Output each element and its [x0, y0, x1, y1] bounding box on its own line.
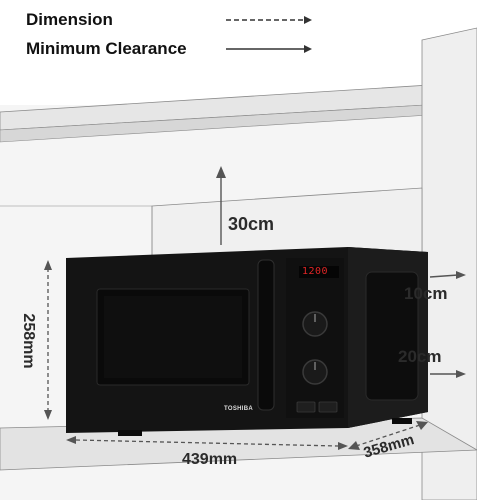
side-vent-panel [365, 271, 419, 401]
door-mesh [104, 296, 242, 378]
right-upper-clearance-label: 10cm [404, 284, 448, 303]
top-clearance-arrowhead [216, 166, 226, 178]
foot-left [118, 430, 142, 436]
power-knob[interactable] [302, 311, 328, 337]
depth-arrow-back [416, 421, 428, 430]
height-dimension-label: 258mm [20, 313, 37, 369]
dimension-legend-arrowhead [304, 16, 312, 24]
control-panel [286, 258, 344, 418]
height-arrow-bottom [44, 410, 52, 420]
timer-knob[interactable] [302, 359, 328, 385]
top-clearance-label: 30cm [228, 214, 275, 234]
right-lower-clearance-label: 20cm [398, 347, 442, 366]
brand-logo: TOSHIBA [224, 406, 253, 412]
depth-arrow-front [348, 441, 360, 450]
display-readout: 1200 [302, 266, 329, 277]
clearance-legend-arrowhead [304, 45, 312, 53]
right-upper-clearance-arrowhead [456, 271, 466, 279]
depth-dimension-line [355, 424, 421, 447]
display-window [299, 266, 339, 278]
upper-shelf-edge [0, 81, 477, 131]
stop-cancel-button[interactable] [296, 401, 316, 413]
right-upper-clearance-line [429, 274, 459, 278]
legend-clearance-label: Minimum Clearance [26, 39, 187, 58]
foot-right [392, 418, 412, 424]
height-arrow-top [44, 260, 52, 270]
start-button[interactable] [318, 401, 338, 413]
width-dimension-label: 439mm [182, 451, 238, 468]
microwave [66, 247, 428, 436]
upper-shelf-front [0, 101, 477, 143]
width-arrow-right [338, 442, 348, 450]
legend-dimension-label: Dimension [26, 10, 113, 29]
width-arrow-left [66, 436, 76, 444]
right-lower-clearance-arrowhead [456, 370, 466, 378]
door-handle [257, 259, 275, 411]
width-dimension-line [75, 439, 339, 447]
